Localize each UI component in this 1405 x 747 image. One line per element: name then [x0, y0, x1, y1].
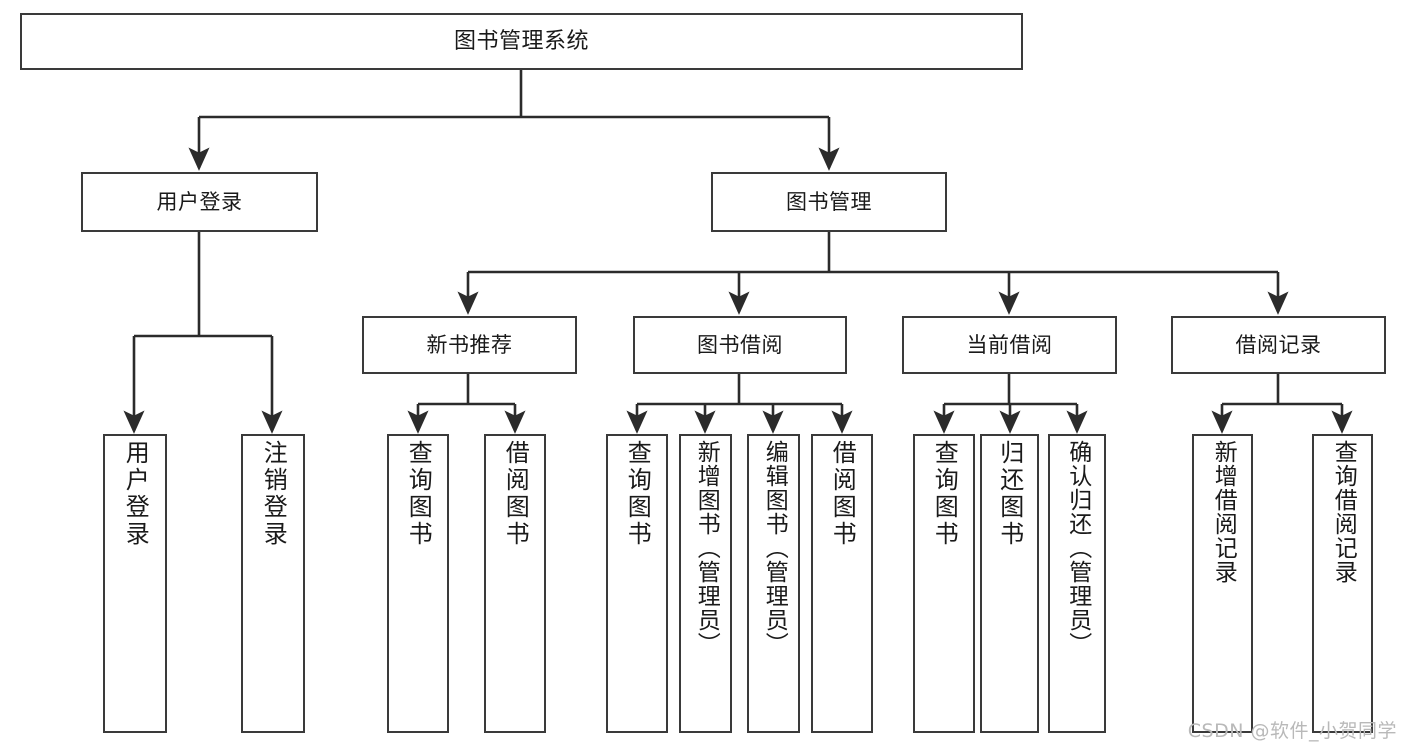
node-new-book-recommend[interactable]: 新书推荐: [362, 316, 577, 374]
node-root[interactable]: 图书管理系统: [20, 13, 1023, 70]
node-leaf-edit-book-label: 编辑图书（管理员）: [761, 440, 788, 656]
node-leaf-borrow-book-1-label: 借阅图书: [501, 440, 530, 548]
node-leaf-borrow-book-2-label: 借阅图书: [828, 440, 857, 548]
node-new-book-recommend-label: 新书推荐: [426, 332, 513, 357]
node-leaf-query-book-2-label: 查询图书: [623, 440, 652, 548]
node-leaf-query-record-label: 查询借阅记录: [1330, 440, 1357, 584]
node-leaf-return-book[interactable]: 归还图书: [980, 434, 1039, 733]
node-leaf-confirm-return[interactable]: 确认归还（管理员）: [1048, 434, 1106, 733]
node-leaf-return-book-label: 归还图书: [995, 440, 1024, 548]
node-leaf-add-book-label: 新增图书（管理员）: [693, 440, 720, 656]
node-leaf-confirm-return-label: 确认归还（管理员）: [1064, 440, 1091, 656]
node-leaf-add-record[interactable]: 新增借阅记录: [1192, 434, 1253, 733]
node-leaf-query-book-3-label: 查询图书: [930, 440, 959, 548]
node-leaf-user-logout[interactable]: 注销登录: [241, 434, 305, 733]
node-borrow-record[interactable]: 借阅记录: [1171, 316, 1386, 374]
node-leaf-query-book-1[interactable]: 查询图书: [387, 434, 449, 733]
node-book-borrow-label: 图书借阅: [697, 332, 783, 357]
node-borrow-record-label: 借阅记录: [1235, 332, 1322, 357]
node-leaf-edit-book[interactable]: 编辑图书（管理员）: [747, 434, 800, 733]
node-book-manage-label: 图书管理: [786, 189, 872, 214]
node-book-borrow[interactable]: 图书借阅: [633, 316, 847, 374]
node-root-label: 图书管理系统: [453, 28, 589, 54]
csdn-watermark: CSDN @软件_小贺同学: [1187, 720, 1397, 742]
node-book-manage[interactable]: 图书管理: [711, 172, 947, 232]
node-leaf-add-record-label: 新增借阅记录: [1210, 440, 1237, 584]
node-leaf-user-login[interactable]: 用户登录: [103, 434, 167, 733]
node-user-login[interactable]: 用户登录: [81, 172, 318, 232]
node-leaf-query-book-2[interactable]: 查询图书: [606, 434, 668, 733]
node-user-login-label: 用户登录: [156, 189, 243, 214]
node-leaf-user-logout-label: 注销登录: [259, 440, 288, 548]
node-leaf-borrow-book-2[interactable]: 借阅图书: [811, 434, 873, 733]
node-leaf-query-record[interactable]: 查询借阅记录: [1312, 434, 1373, 733]
node-leaf-user-login-label: 用户登录: [121, 440, 150, 548]
node-leaf-borrow-book-1[interactable]: 借阅图书: [484, 434, 546, 733]
node-current-borrow[interactable]: 当前借阅: [902, 316, 1117, 374]
node-leaf-query-book-3[interactable]: 查询图书: [913, 434, 975, 733]
node-current-borrow-label: 当前借阅: [966, 332, 1053, 357]
node-leaf-add-book[interactable]: 新增图书（管理员）: [679, 434, 732, 733]
node-leaf-query-book-1-label: 查询图书: [404, 440, 433, 548]
